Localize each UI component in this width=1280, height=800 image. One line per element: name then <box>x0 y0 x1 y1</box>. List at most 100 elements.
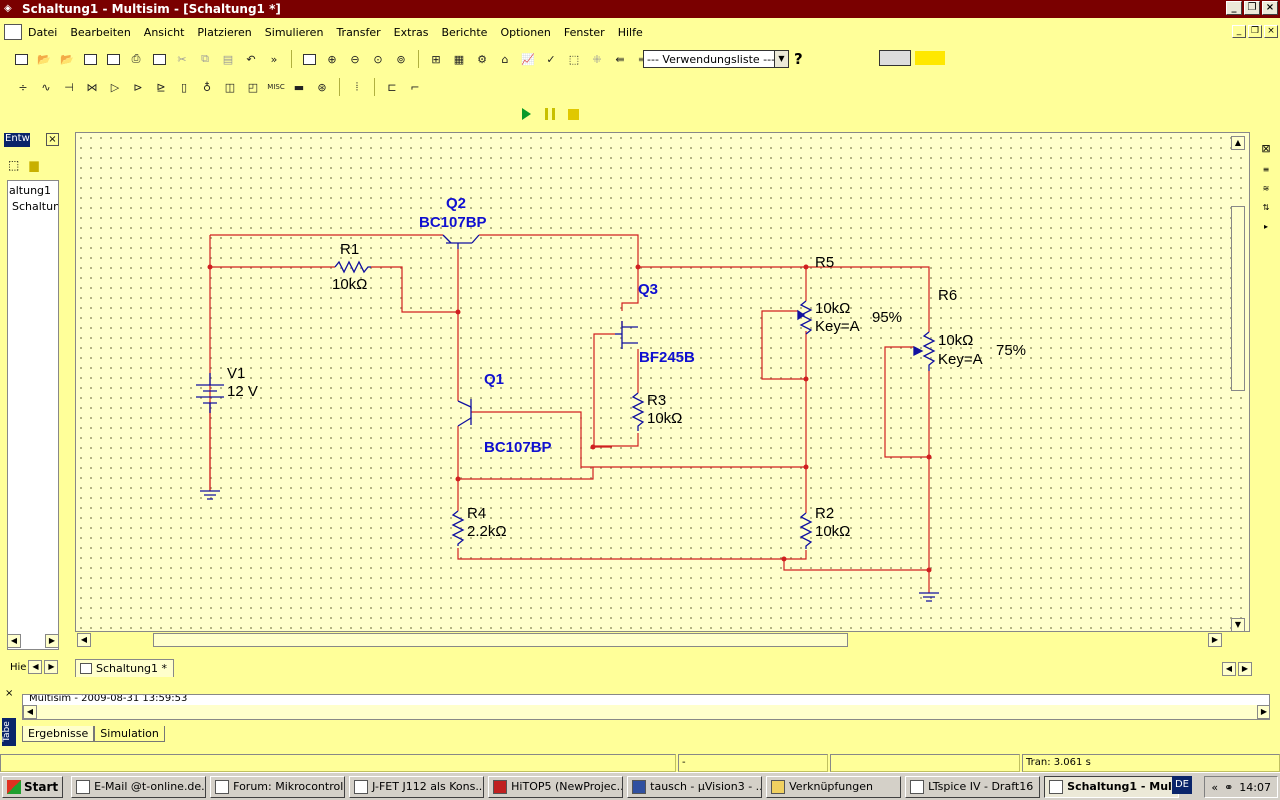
q2-symbol[interactable] <box>442 234 480 249</box>
schematic-workspace[interactable]: Q2 BC107BP Q3 BF245B Q1 BC107BP R1 10kΩ … <box>75 132 1250 632</box>
hierarchy-tab[interactable]: Hie ◀ ▶ <box>10 660 59 674</box>
run-simulation-icon[interactable] <box>522 108 531 120</box>
tab-next-icon[interactable]: ▶ <box>44 660 59 674</box>
scroll-left-icon[interactable]: ◀ <box>23 705 37 719</box>
folder-icon[interactable]: ▆ <box>29 158 39 172</box>
close-button[interactable]: × <box>1262 1 1278 15</box>
r3-symbol[interactable] <box>631 392 645 431</box>
oscilloscope-icon[interactable]: ≋ <box>1262 184 1270 193</box>
scroll-right-icon[interactable]: ▶ <box>1208 633 1222 647</box>
scroll-right-icon[interactable]: ▶ <box>1257 705 1269 719</box>
basic-component-icon[interactable]: ∿ <box>41 80 51 94</box>
power-component-icon[interactable]: ◰ <box>247 80 259 94</box>
design-tree-scrollbar[interactable]: ◀ ▶ <box>7 634 59 648</box>
task-ltspice[interactable]: LTspice IV - Draft16 <box>905 775 1041 798</box>
print-icon[interactable]: ⎙ <box>131 52 141 65</box>
r6-symbol[interactable] <box>913 331 936 371</box>
erc-icon[interactable]: ⬚ <box>568 52 580 66</box>
undo-icon[interactable]: ↶ <box>246 52 256 66</box>
database-manager-icon[interactable]: ⚙ <box>477 52 487 66</box>
task-verknuepfungen[interactable]: Verknüpfungen <box>766 775 902 798</box>
task-jfet[interactable]: J-FET J112 als Kons... <box>349 775 485 798</box>
zoom-area-icon[interactable]: ⊙ <box>373 52 383 66</box>
v1-symbol[interactable] <box>196 373 224 413</box>
menu-bearbeiten[interactable]: Bearbeiten <box>70 25 131 39</box>
language-indicator[interactable]: DE <box>1172 776 1192 794</box>
open-folder-icon[interactable]: 📂 <box>37 52 51 66</box>
tree-item-sheet[interactable]: Schaltung <box>12 200 58 213</box>
full-screen-icon[interactable] <box>300 51 318 67</box>
scroll-up-icon[interactable]: ▲ <box>1231 136 1245 150</box>
close-icon[interactable]: × <box>46 133 59 146</box>
electromechanical-icon[interactable]: ⦙ <box>355 80 359 93</box>
indicator-icon[interactable]: ◫ <box>224 80 236 94</box>
print-preview-icon[interactable] <box>150 51 168 67</box>
digital-misc-icon[interactable]: ▯ <box>180 80 188 94</box>
task-forum[interactable]: Forum: Mikrocontrol... <box>210 775 346 798</box>
chevron-down-icon[interactable]: ▼ <box>774 51 788 67</box>
menu-extras[interactable]: Extras <box>393 25 429 39</box>
analog-icon[interactable]: ▷ <box>110 80 120 94</box>
component-wizard-icon[interactable]: ⌂ <box>501 52 509 66</box>
ultiboard-icon[interactable]: ⁜ <box>592 52 602 66</box>
document-icon[interactable] <box>4 24 22 40</box>
transistor-icon[interactable]: ⋈ <box>86 80 98 94</box>
postprocessor-icon[interactable]: ✓ <box>546 52 556 66</box>
tray-app-icon[interactable]: ⚭ <box>1224 780 1234 794</box>
scroll-left-icon[interactable]: ◀ <box>7 634 21 648</box>
open-sample-icon[interactable]: 📂 <box>60 52 74 66</box>
cut-icon[interactable]: ✂ <box>177 52 187 66</box>
function-generator-icon[interactable]: ≡ <box>1262 165 1270 174</box>
source-icon[interactable]: ÷ <box>18 80 28 94</box>
probe-indicator[interactable] <box>915 51 945 65</box>
horizontal-scroll-thumb[interactable] <box>153 633 848 647</box>
paste-icon[interactable]: ▤ <box>222 52 234 66</box>
hierarchy-tab-label[interactable]: Hie <box>10 661 27 673</box>
tab-simulation[interactable]: Simulation <box>94 726 165 742</box>
tab-schaltung1[interactable]: Schaltung1 * <box>75 659 175 677</box>
zoom-fit-icon[interactable]: ⊚ <box>396 52 406 66</box>
multimeter-tool-icon[interactable]: ⊠ <box>1261 142 1271 155</box>
cmos-icon[interactable]: ⊵ <box>156 80 166 94</box>
usage-list-select[interactable]: --- Verwendungsliste --- ▼ <box>643 50 789 68</box>
doc-restore-button[interactable]: ❐ <box>1248 25 1262 38</box>
bode-plotter-icon[interactable]: ⇅ <box>1262 203 1270 212</box>
vertical-scroll-thumb[interactable] <box>1231 206 1245 391</box>
r2-symbol[interactable] <box>799 512 813 549</box>
tab-prev-icon[interactable]: ◀ <box>1222 662 1236 676</box>
tree-item-project[interactable]: altung1 <box>9 184 52 197</box>
scroll-left-icon[interactable]: ◀ <box>77 633 91 647</box>
workspace-vertical-scrollbar[interactable]: ▲ ▼ <box>1230 136 1246 632</box>
grapher-icon[interactable]: 📈 <box>521 52 535 66</box>
doc-minimize-button[interactable]: _ <box>1232 25 1246 38</box>
menu-fenster[interactable]: Fenster <box>563 25 605 39</box>
save-icon[interactable] <box>81 51 99 67</box>
start-button[interactable]: Start <box>2 775 64 798</box>
misc-component-icon[interactable]: MISC <box>267 83 285 91</box>
scroll-right-icon[interactable]: ▶ <box>45 634 59 648</box>
task-hitop[interactable]: HiTOP5 (NewProjec... <box>488 775 624 798</box>
diode-icon[interactable]: ⊣ <box>64 80 74 94</box>
q1-symbol[interactable] <box>457 399 472 427</box>
rf-icon[interactable]: ⊛ <box>317 80 327 94</box>
r5-symbol[interactable] <box>797 300 813 335</box>
menu-datei[interactable]: Datei <box>28 25 58 39</box>
print-circuit-icon[interactable] <box>104 51 122 67</box>
zoom-in-icon[interactable]: ⊕ <box>327 52 337 66</box>
menu-berichte[interactable]: Berichte <box>441 25 488 39</box>
ground-symbol[interactable] <box>200 490 220 500</box>
expand-arrow-icon[interactable]: ▸ <box>1263 222 1268 231</box>
task-email[interactable]: E-Mail @t-online.de... <box>71 775 207 798</box>
q3-symbol[interactable] <box>615 321 638 349</box>
spreadsheet-view-icon[interactable]: ▦ <box>453 52 465 66</box>
design-toolbox-icon[interactable]: ⊞ <box>431 52 441 66</box>
ground-symbol[interactable] <box>919 592 939 602</box>
bus-icon[interactable]: ⌐ <box>410 80 420 94</box>
r4-symbol[interactable] <box>451 510 465 546</box>
workspace-horizontal-scrollbar[interactable]: ◀ ▶ <box>75 632 1230 648</box>
advanced-peripherals-icon[interactable]: ▬ <box>293 80 305 94</box>
results-scrollbar[interactable]: ◀ ▶ <box>23 705 1269 719</box>
tab-prev-icon[interactable]: ◀ <box>28 660 43 674</box>
scroll-down-icon[interactable]: ▼ <box>1231 618 1245 632</box>
doc-close-button[interactable]: × <box>1264 25 1278 38</box>
